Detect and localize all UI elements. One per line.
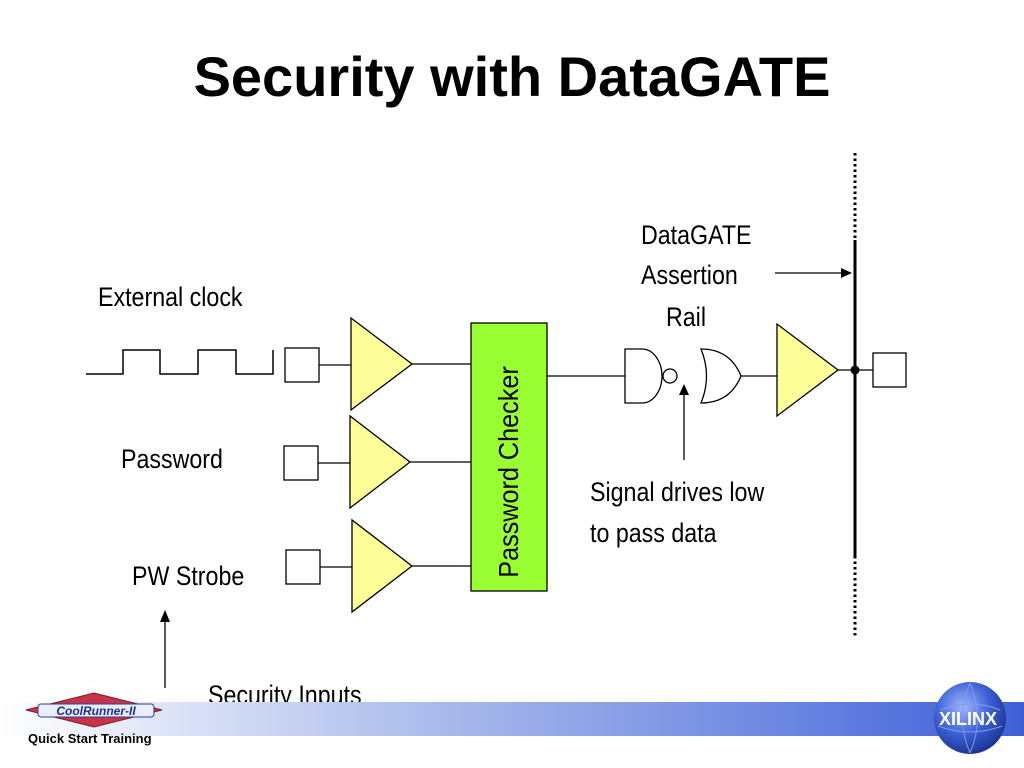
globe-icon xyxy=(934,682,1006,754)
inversion-bubble xyxy=(662,368,678,384)
xilinx-logo-text: XILINX xyxy=(939,709,997,729)
control-gate xyxy=(624,348,663,404)
pw-strobe-input-buffer xyxy=(351,518,414,614)
rail-pointer-arrowhead xyxy=(841,268,852,278)
clock-waveform xyxy=(86,349,274,375)
password-input-pad xyxy=(283,445,319,481)
quick-start-training-label: Quick Start Training xyxy=(28,731,152,746)
output-pad xyxy=(872,352,907,388)
output-buffer xyxy=(776,322,840,418)
xilinx-logo: XILINX xyxy=(934,682,1006,754)
signal-label-line1: Signal drives low xyxy=(590,477,765,507)
pw-strobe-label: PW Strobe xyxy=(132,561,245,591)
datagate-label-line1: DataGATE xyxy=(641,220,752,250)
pw-strobe-input-pad xyxy=(285,549,321,585)
signal-label-line2: to pass data xyxy=(590,518,717,548)
signal-pointer-arrowhead xyxy=(679,384,689,395)
clock-input-pad xyxy=(284,347,320,383)
password-checker-block xyxy=(470,322,548,592)
external-clock-label: External clock xyxy=(98,282,243,312)
password-input-buffer xyxy=(349,414,412,510)
coolrunner-logo-text: CoolRunner-II xyxy=(56,704,136,718)
coolrunner-logo: CoolRunner-II xyxy=(25,692,163,728)
slide-title: Security with DataGATE xyxy=(193,45,831,108)
password-checker-label: Password Checker xyxy=(493,366,524,578)
datagate-label-line2: Assertion xyxy=(641,260,738,290)
security-inputs-arrowhead xyxy=(160,610,170,622)
password-label: Password xyxy=(121,444,223,474)
or-gate xyxy=(700,348,742,404)
datagate-label-line3: Rail xyxy=(666,302,707,332)
clock-input-buffer xyxy=(350,316,414,412)
footer-band xyxy=(0,702,1024,736)
